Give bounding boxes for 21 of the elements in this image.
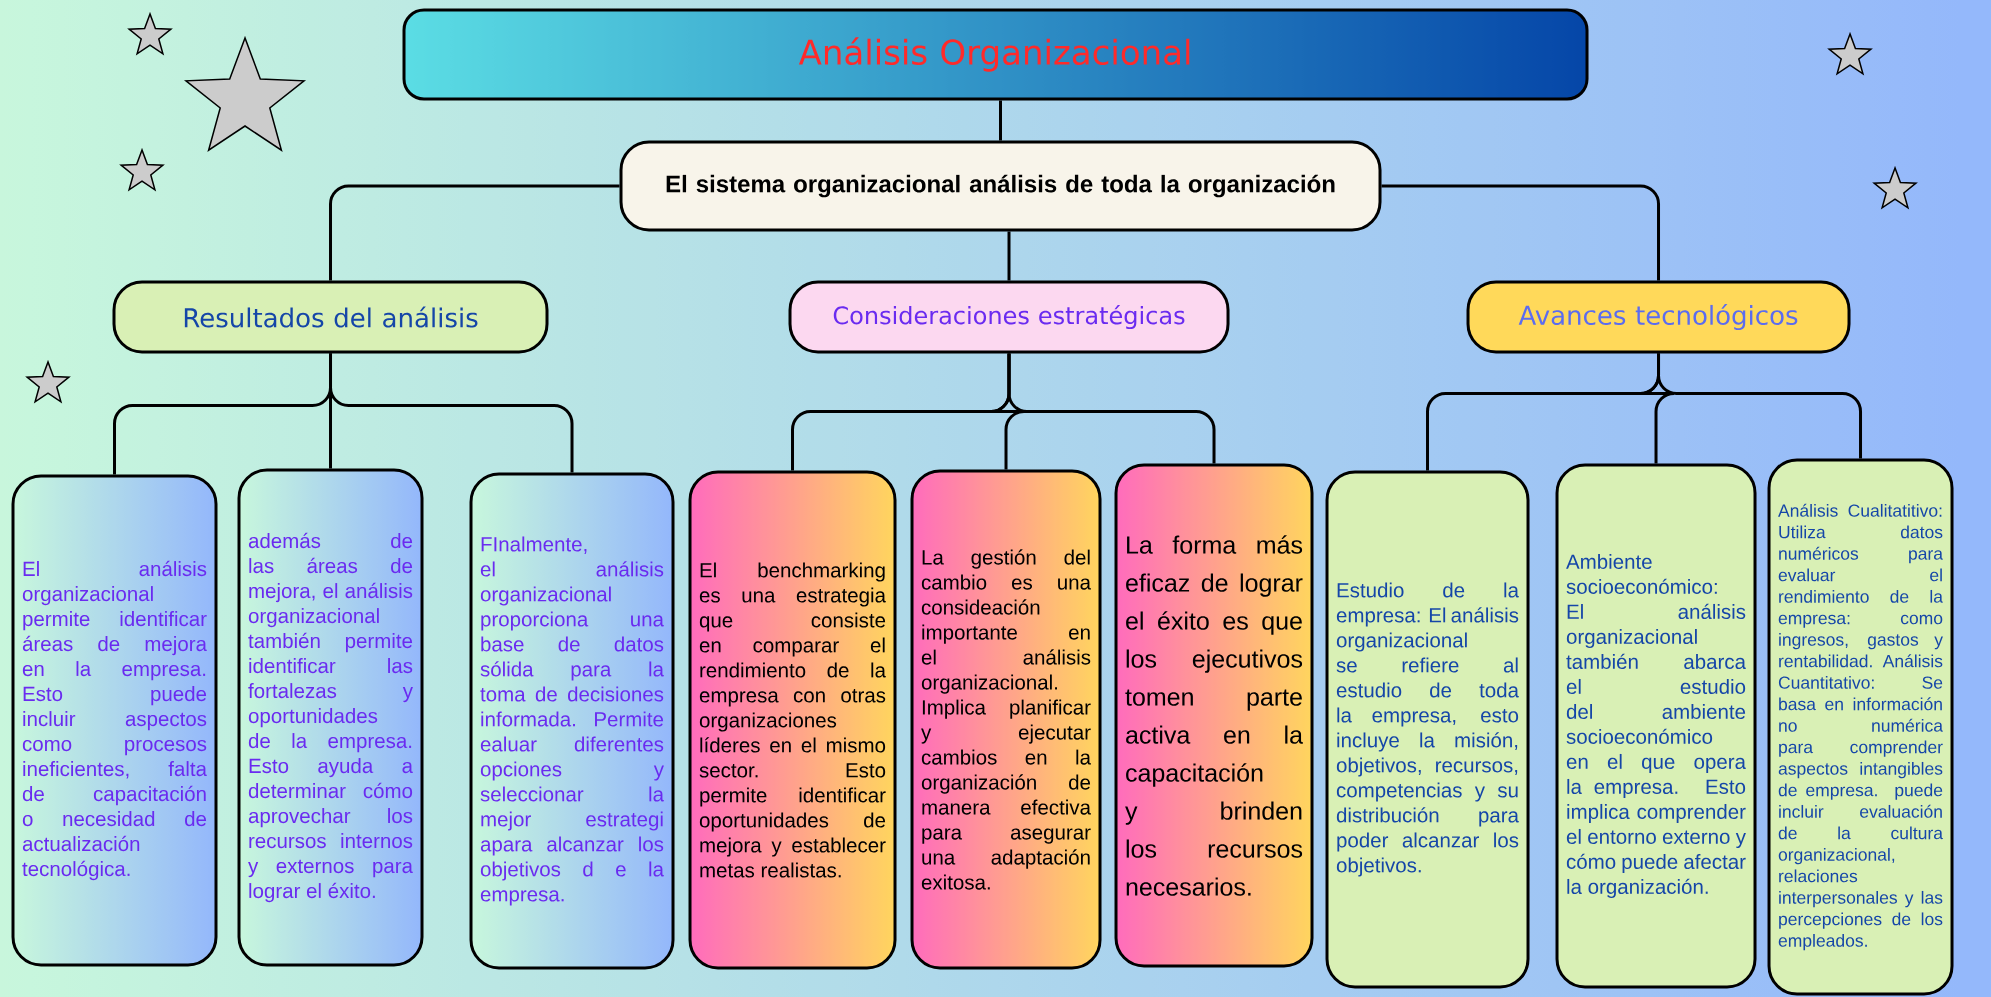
text-card: FInalmente, el análisis organizacional proporciona una base de datos sólida para la toma de decisiones informada. Permite ealuar diferentes opciones y seleccionar la mejor estrategi apara alcanzar los objetivos d e la empresa. [469, 472, 675, 970]
text-card: El análisis organizacional permite identificar áreas de mejora en la empresa. Esto puede incluir aspectos como procesos ineficientes, falta de capacitación o necesidad de actualización tecnológica. [11, 474, 218, 967]
text-card: Análisis Cualitatitivo: Utiliza datos numéricos para evaluar el rendimiento de la empresa: como ingresos, gastos y rentabilidad. Análisis Cuantitativo: Se basa en información no numérica para comprender aspectos intangibles de empresa. puede incluir evaluación de la cultura organizacional, relaciones interpersonales y las percepciones de los empleados. [1767, 458, 1954, 996]
connector-line [1007, 353, 1216, 464]
text-card: La forma más eficaz de lograr el éxito es que los ejecutivos tomen parte activa en la capacitación y brinden los recursos necesarios. [1114, 463, 1314, 968]
text-card: Ambiente socioeconómico: El análisis organizacional también abarca el estudio del ambiente socioeconómico en el que opera la empresa. Esto implica comprender el entorno externo y cómo puede afectar la organización. [1555, 463, 1757, 989]
text-card: además de las áreas de mejora, el análisis organizacional también permite identificar las fortalezas y oportunidades de la empresa. Esto ayuda a determinar cómo aprovechar los recursos internos y externos para lograr el éxito. [237, 468, 424, 967]
category-box: Consideraciones estratégicas [788, 280, 1230, 354]
text-card: El benchmarking es una estrategia que consiste en comparar el rendimiento de la empresa con otras organizaciones líderes en el mismo sector. Esto permite identificar oportunidades de mejora y establecer metas realistas. [688, 470, 897, 970]
connector-line [999, 100, 1002, 141]
connector-line [1657, 353, 1862, 459]
connector-line [1007, 231, 1011, 281]
category-box: Avances tecnológicos [1466, 280, 1851, 354]
topic-box: El sistema organizacional análisis de toda la organización [619, 140, 1382, 232]
text-card: La gestión del cambio es una consideación importante en el análisis organizacional. Implica planificar y ejecutar cambios en la organización de manera efectiva para asegurar una adaptación exitosa. [910, 469, 1102, 970]
connector-line [329, 184, 620, 281]
title-banner: Análisis Organizacional [402, 8, 1589, 101]
text-card: Estudio de la empresa: El análisis organizacional se refiere al estudio de toda la empresa, esto incluye la misión, objetivos, recursos, competencias y su distribución para poder alcanzar los objetivos. [1325, 470, 1530, 989]
connector-line [329, 353, 574, 473]
category-box: Resultados del análisis [112, 280, 549, 354]
connector-line [1381, 184, 1660, 281]
